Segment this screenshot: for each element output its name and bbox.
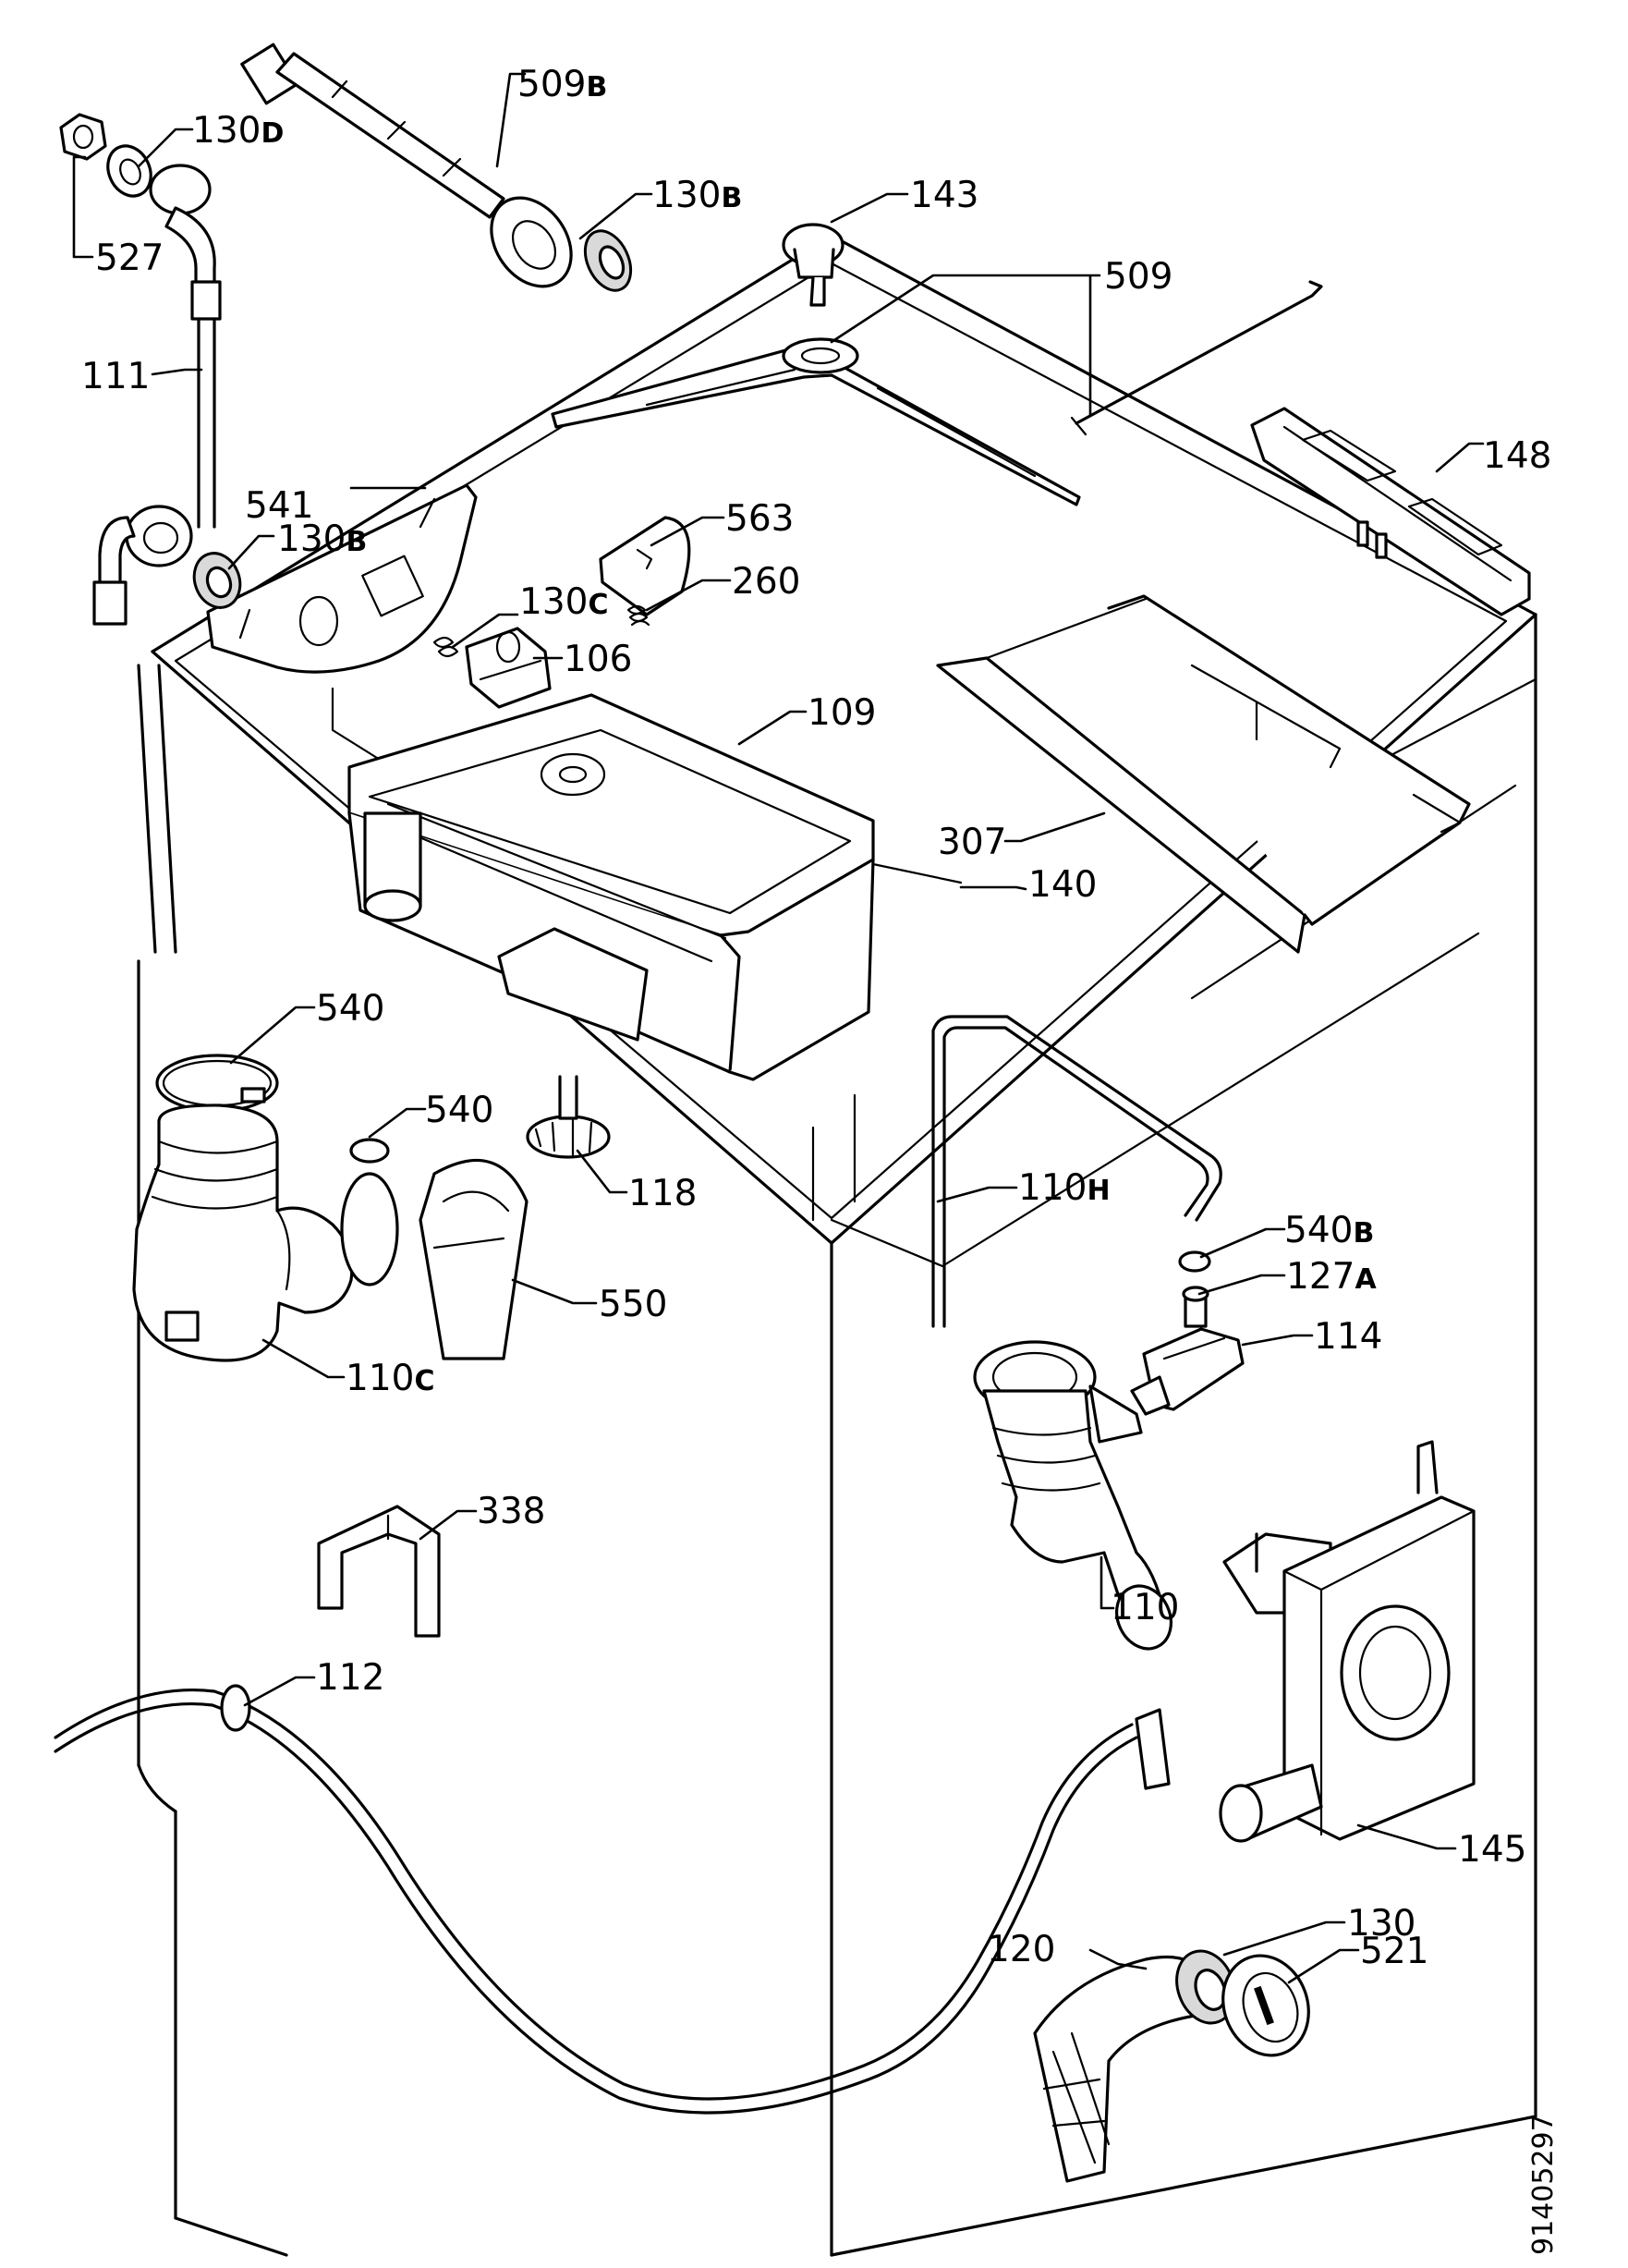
label-130d: 130D bbox=[192, 110, 284, 152]
part-112-drain-hose bbox=[54, 1684, 1171, 2115]
label-338: 338 bbox=[477, 1491, 545, 1532]
label-540-b: 540 bbox=[425, 1090, 493, 1131]
part-260-spring bbox=[626, 604, 650, 627]
label-109: 109 bbox=[808, 692, 876, 734]
label-509b: 509B bbox=[517, 64, 607, 105]
part-509-distributor-arm bbox=[551, 280, 1323, 506]
label-550: 550 bbox=[599, 1284, 667, 1325]
part-130d-washer bbox=[106, 144, 152, 198]
label-114: 114 bbox=[1314, 1316, 1382, 1358]
label-540b: 540B bbox=[1284, 1210, 1374, 1251]
part-527-nut bbox=[59, 113, 107, 161]
label-118: 118 bbox=[628, 1173, 697, 1214]
label-130c: 130C bbox=[519, 581, 608, 623]
label-521: 521 bbox=[1360, 1931, 1428, 1972]
part-148-dispenser-cover bbox=[1250, 407, 1531, 616]
part-540-clamp-top bbox=[155, 1054, 279, 1113]
label-130b-top: 130B bbox=[652, 175, 742, 216]
label-509: 509 bbox=[1104, 256, 1172, 298]
part-541-bracket-plate bbox=[206, 483, 478, 674]
label-563: 563 bbox=[725, 498, 794, 540]
part-109-dispenser-housing bbox=[347, 693, 875, 1081]
label-130: 130 bbox=[1347, 1903, 1415, 1945]
part-130b-gasket-top bbox=[583, 229, 633, 292]
part-307-detergent-drawer bbox=[936, 594, 1471, 954]
label-112: 112 bbox=[316, 1657, 384, 1699]
label-140: 140 bbox=[1028, 864, 1097, 906]
label-527: 527 bbox=[95, 238, 164, 279]
part-118-pulley bbox=[526, 1075, 611, 1159]
part-130-gasket bbox=[1175, 1949, 1236, 2025]
label-260: 260 bbox=[732, 561, 800, 603]
part-114-pressure-switch bbox=[1130, 1327, 1245, 1416]
part-110-hose bbox=[973, 1340, 1172, 1651]
label-106: 106 bbox=[564, 639, 632, 680]
label-130b-mid: 130B bbox=[277, 518, 367, 560]
part-110c-sump-hose bbox=[132, 1104, 354, 1362]
label-110c: 110C bbox=[346, 1358, 434, 1399]
part-550-clip bbox=[419, 1158, 528, 1360]
label-110h: 110H bbox=[1018, 1167, 1111, 1209]
part-130c-gasket bbox=[432, 636, 459, 658]
part-110h-hose bbox=[931, 1015, 1222, 1328]
part-130b-gasket-mid bbox=[192, 552, 242, 609]
part-540-clamp-mid bbox=[340, 1138, 399, 1286]
part-127a-valve bbox=[1182, 1286, 1209, 1328]
label-145: 145 bbox=[1458, 1829, 1526, 1871]
label-541: 541 bbox=[245, 485, 313, 527]
part-338-hose-guide bbox=[317, 1505, 441, 1638]
part-521-filter-cap bbox=[1221, 1954, 1310, 2057]
label-540-a: 540 bbox=[316, 988, 384, 1030]
label-307: 307 bbox=[938, 822, 1006, 863]
part-140-seal bbox=[871, 862, 963, 884]
part-145-drain-pump bbox=[1219, 1440, 1476, 1843]
leader-lines bbox=[72, 72, 1485, 1984]
label-111: 111 bbox=[81, 356, 150, 397]
label-143: 143 bbox=[910, 175, 978, 216]
label-110: 110 bbox=[1111, 1587, 1179, 1628]
label-127a: 127A bbox=[1286, 1256, 1377, 1298]
label-120: 120 bbox=[987, 1929, 1055, 1970]
part-143-knob bbox=[782, 223, 844, 307]
label-148: 148 bbox=[1483, 435, 1551, 477]
part-106-valve bbox=[465, 627, 552, 709]
part-111-hose-elbow bbox=[92, 505, 193, 626]
document-id: 91405297 bbox=[1527, 2114, 1560, 2255]
part-509b-inlet-hose bbox=[240, 43, 573, 288]
callout-labels: 509B 130D 527 130B 143 509 111 148 541 1… bbox=[81, 64, 1551, 1972]
part-111-hose bbox=[137, 164, 222, 954]
